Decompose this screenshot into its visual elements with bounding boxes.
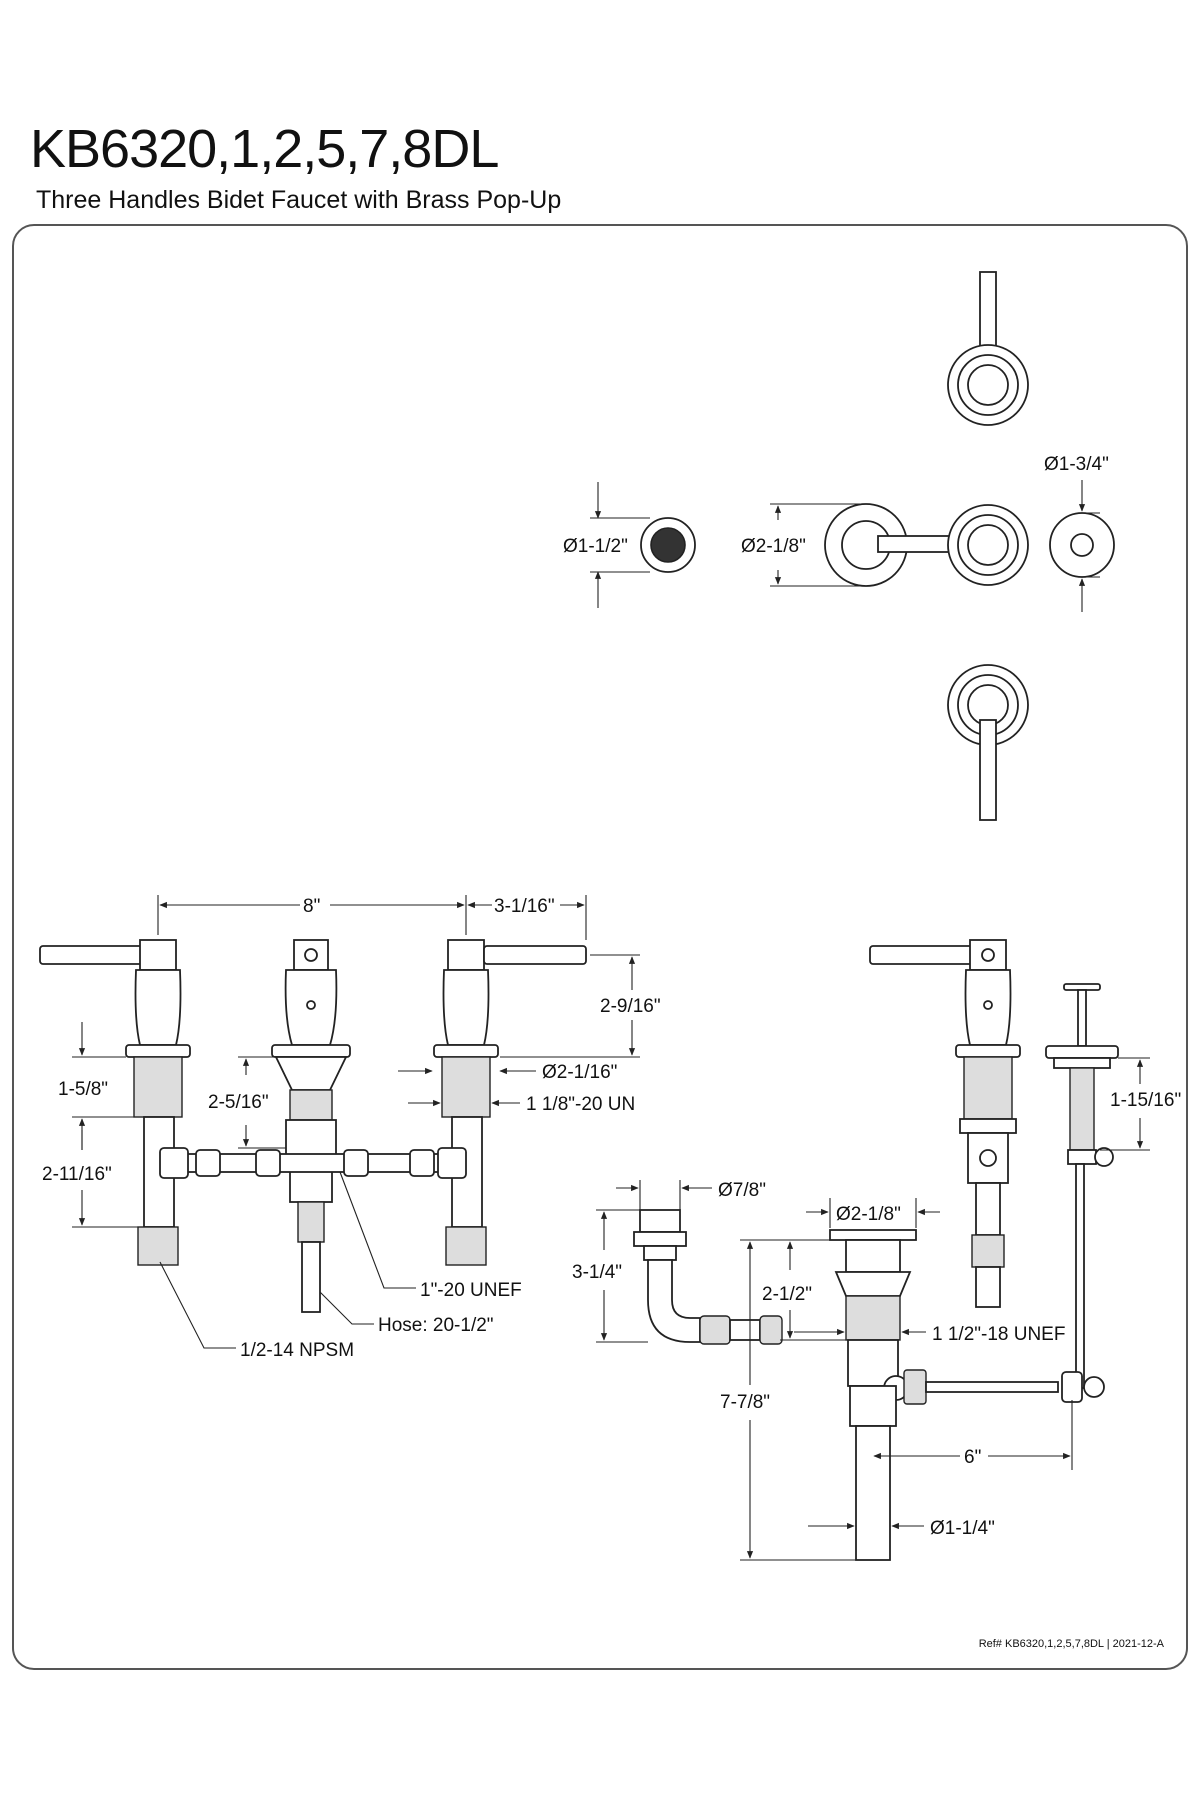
top-handle: [947, 271, 1029, 426]
right-valve: [433, 939, 587, 1266]
dim-drain-flange: Ø2-1/8": [806, 1198, 940, 1228]
dim-handle-flange-label: Ø1-3/4": [1044, 454, 1109, 475]
drawing-frame: [12, 224, 1188, 1670]
dim-flange-dia-label: Ø2-1/16": [542, 1062, 617, 1083]
dim-drain-depth: 2-1/2": [762, 1239, 846, 1341]
dim-rod-reach-label: 6": [964, 1447, 981, 1468]
popup-knob: [640, 517, 696, 573]
dim-shank-length-label: 2-11/16": [42, 1164, 112, 1185]
dim-shank-thread-label: 1 1/8"-20 UN: [526, 1094, 635, 1115]
dim-rod-reach: 6": [873, 1400, 1073, 1470]
dim-spout-flange: Ø2-1/8": [741, 503, 860, 587]
front-view: 8" 3-1/16" 2-9/16" 1-5/8": [39, 895, 661, 1361]
cross-pipe: [159, 1147, 467, 1179]
dim-elbow-dia-label: Ø7/8": [718, 1180, 766, 1201]
dim-popup-knob: Ø1-1/2": [563, 482, 650, 608]
center-spout: [824, 503, 1029, 587]
dim-rod-height-label: 1-15/16": [1110, 1090, 1181, 1111]
dim-spout-body-label: 2-5/16": [208, 1092, 269, 1113]
dim-spout-flange-label: Ø2-1/8": [741, 536, 806, 557]
bottom-handle: [947, 664, 1029, 821]
center-spout-body: [271, 939, 351, 1313]
dim-elbow-dia: Ø7/8": [616, 1180, 766, 1210]
side-valve: [869, 939, 1021, 1308]
dim-flange-dia: Ø2-1/16": [398, 1062, 617, 1083]
dim-supply-thread-label: 1/2-14 NPSM: [240, 1340, 354, 1361]
dim-drain-total-label: 7-7/8": [720, 1392, 770, 1413]
dim-handle-flange: Ø1-3/4": [1044, 454, 1109, 612]
dim-hose: Hose: 20-1/2": [319, 1291, 494, 1336]
dim-spout-body: 2-5/16": [208, 1056, 286, 1149]
dim-drain-flange-label: Ø2-1/8": [836, 1204, 901, 1225]
revision-note: Ref# KB6320,1,2,5,7,8DL | 2021-12-A: [978, 1638, 1164, 1650]
dim-popup-knob-label: Ø1-1/2": [563, 536, 628, 557]
dim-shank-length: 2-11/16": [42, 1130, 138, 1228]
dim-drain-thread-label: 1 1/2"-18 UNEF: [932, 1324, 1065, 1345]
dim-handle-reach: 3-1/16": [467, 895, 587, 940]
dim-flange-height-label: 1-5/8": [58, 1079, 108, 1100]
dim-tee-thread-label: 1"-20 UNEF: [420, 1280, 522, 1301]
dim-center-spread-label: 8": [303, 896, 320, 917]
drain-elbow: [633, 1209, 783, 1345]
dim-hose-label: Hose: 20-1/2": [378, 1315, 494, 1336]
dim-shank-thread: 1 1/8"-20 UN: [408, 1094, 635, 1115]
dim-supply-thread: 1/2-14 NPSM: [159, 1261, 354, 1361]
page-subtitle: Three Handles Bidet Faucet with Brass Po…: [36, 186, 562, 214]
dim-drain-total: 7-7/8": [720, 1239, 856, 1561]
side-view: 1-15/16" Ø7/8" 3-1/4" Ø2-1/8": [572, 939, 1181, 1561]
dim-flange-height: 1-5/8": [58, 1022, 134, 1150]
dim-handle-height-label: 2-9/16": [600, 996, 661, 1017]
dim-tailpiece: Ø1-1/4": [808, 1518, 995, 1539]
dim-tee-thread: 1"-20 UNEF: [339, 1171, 522, 1301]
dim-drain-depth-label: 2-1/2": [762, 1284, 812, 1305]
dim-elbow-height: 3-1/4": [572, 1209, 648, 1343]
page-title: KB6320,1,2,5,7,8DL: [30, 119, 499, 179]
dim-center-spread: 8": [157, 895, 467, 935]
top-view: Ø1-1/2" Ø2-1/8" Ø1-3/4": [563, 271, 1115, 821]
dim-rod-height: 1-15/16": [1100, 1057, 1181, 1151]
dim-handle-height: 2-9/16": [500, 954, 661, 1058]
left-valve: [39, 939, 191, 1266]
drain-body: [829, 1229, 1105, 1561]
popup-rod: [1045, 983, 1119, 1389]
dim-elbow-height-label: 3-1/4": [572, 1262, 622, 1283]
dim-drain-thread: 1 1/2"-18 UNEF: [794, 1324, 1065, 1345]
dim-handle-reach-label: 3-1/16": [494, 896, 555, 917]
handle-flange: [1049, 512, 1115, 578]
dim-tailpiece-label: Ø1-1/4": [930, 1518, 995, 1539]
